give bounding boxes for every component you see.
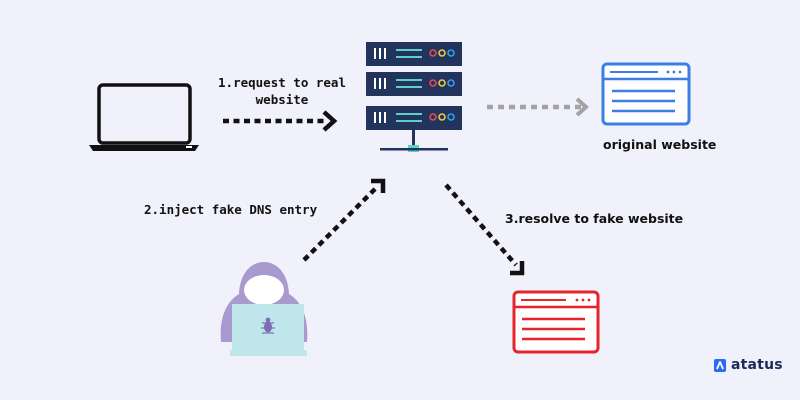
atatus-logo-icon [714, 358, 726, 372]
laptop-icon [89, 83, 199, 151]
request-arrow [223, 110, 338, 132]
brand-name: atatus [731, 357, 783, 373]
resolve-arrow [444, 183, 525, 276]
step-3-label: 3.resolve to fake website [505, 211, 684, 226]
step-2-label: 2.inject fake DNS entry [144, 202, 318, 217]
step-1-label: 1.request to real website [212, 74, 352, 108]
hacker-icon [220, 262, 308, 356]
server-icon [366, 42, 462, 152]
brand-logo: atatus [713, 357, 783, 373]
original-website-label: original website [603, 137, 717, 152]
forward-arrow-gray [487, 97, 590, 117]
bug-icon [261, 317, 275, 334]
fake-website-icon [512, 290, 600, 354]
step-1-label-line-1: 1.request to real [218, 75, 346, 90]
inject-arrow [302, 178, 386, 262]
step-1-label-line-2: website [255, 92, 309, 107]
original-website-icon [601, 62, 691, 126]
